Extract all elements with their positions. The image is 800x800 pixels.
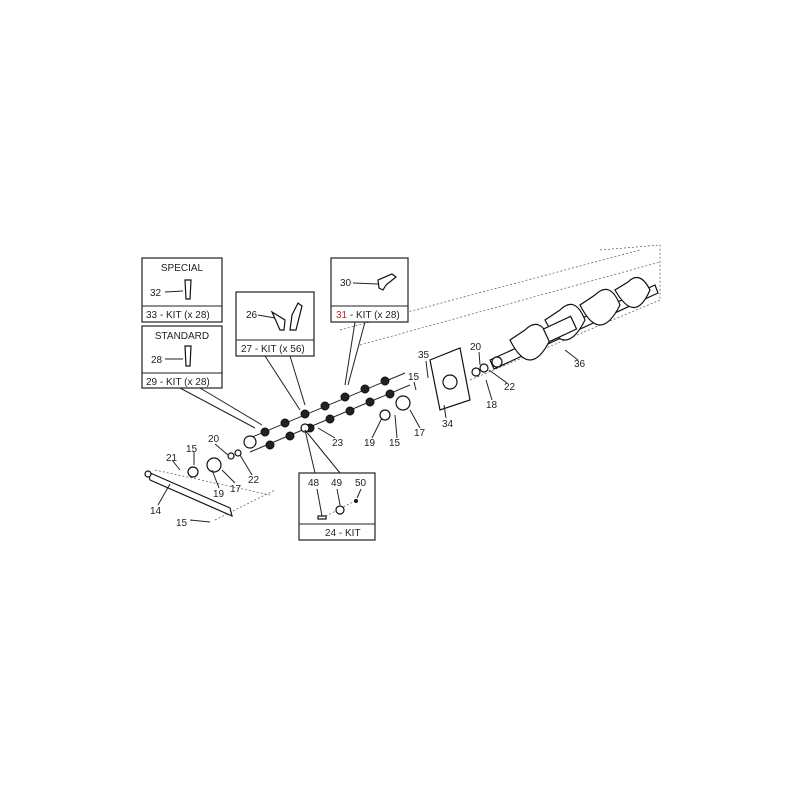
kit-label: 27 - KIT (x 56): [241, 344, 305, 355]
callout-19: 19: [213, 489, 225, 500]
kit-box-27[interactable]: 26 27 - KIT (x 56): [235, 291, 315, 357]
kit-label: 31 - KIT (x 28): [336, 310, 400, 321]
kit-heading: SPECIAL: [161, 263, 204, 274]
callout-22: 22: [504, 382, 516, 393]
callout-15: 15: [186, 444, 198, 455]
housing-outline: [154, 244, 661, 521]
bar-14: [144, 470, 233, 518]
callout-15: 15: [389, 438, 401, 449]
callout-labels: 35 15 20 22 18 36 34 17 15 19 23 20 22 2…: [150, 342, 586, 529]
part-number: 26: [246, 310, 258, 321]
callout-17: 17: [414, 428, 426, 439]
auger-36: [471, 276, 659, 377]
callout-35: 35: [418, 350, 430, 361]
callout-36: 36: [574, 359, 586, 370]
kit-box-standard[interactable]: STANDARD 28 29 - KIT (x 28): [141, 325, 223, 389]
leader-lines: [157, 321, 579, 523]
kit-label: 24 - KIT: [325, 528, 361, 539]
kit-heading: STANDARD: [155, 331, 209, 342]
part-number: 48: [308, 478, 320, 489]
callout-20: 20: [208, 434, 220, 445]
callout-15: 15: [176, 518, 188, 529]
part-number: 30: [340, 278, 352, 289]
callout-22: 22: [248, 475, 260, 486]
kit-box-31[interactable]: 30 31 - KIT (x 28): [330, 257, 409, 323]
callout-18: 18: [486, 400, 498, 411]
rotor-shafts: [187, 372, 411, 478]
callout-15: 15: [408, 372, 420, 383]
callout-17: 17: [230, 484, 242, 495]
part-number: 32: [150, 288, 162, 299]
part-number: 49: [331, 478, 343, 489]
callout-20: 20: [470, 342, 482, 353]
part-number: 50: [355, 478, 367, 489]
callout-21: 21: [166, 453, 178, 464]
kit-label: 33 - KIT (x 28): [146, 310, 210, 321]
kit-box-24[interactable]: 48 49 50 24 - KIT: [298, 472, 376, 541]
callout-34: 34: [442, 419, 454, 430]
callout-14: 14: [150, 506, 162, 517]
plate-34: [429, 347, 471, 411]
part-number: 28: [151, 355, 163, 366]
callout-19: 19: [364, 438, 376, 449]
kit-box-special[interactable]: SPECIAL 32 33 - KIT (x 28): [141, 257, 223, 323]
callout-23: 23: [332, 438, 344, 449]
kit-label: 29 - KIT (x 28): [146, 377, 210, 388]
